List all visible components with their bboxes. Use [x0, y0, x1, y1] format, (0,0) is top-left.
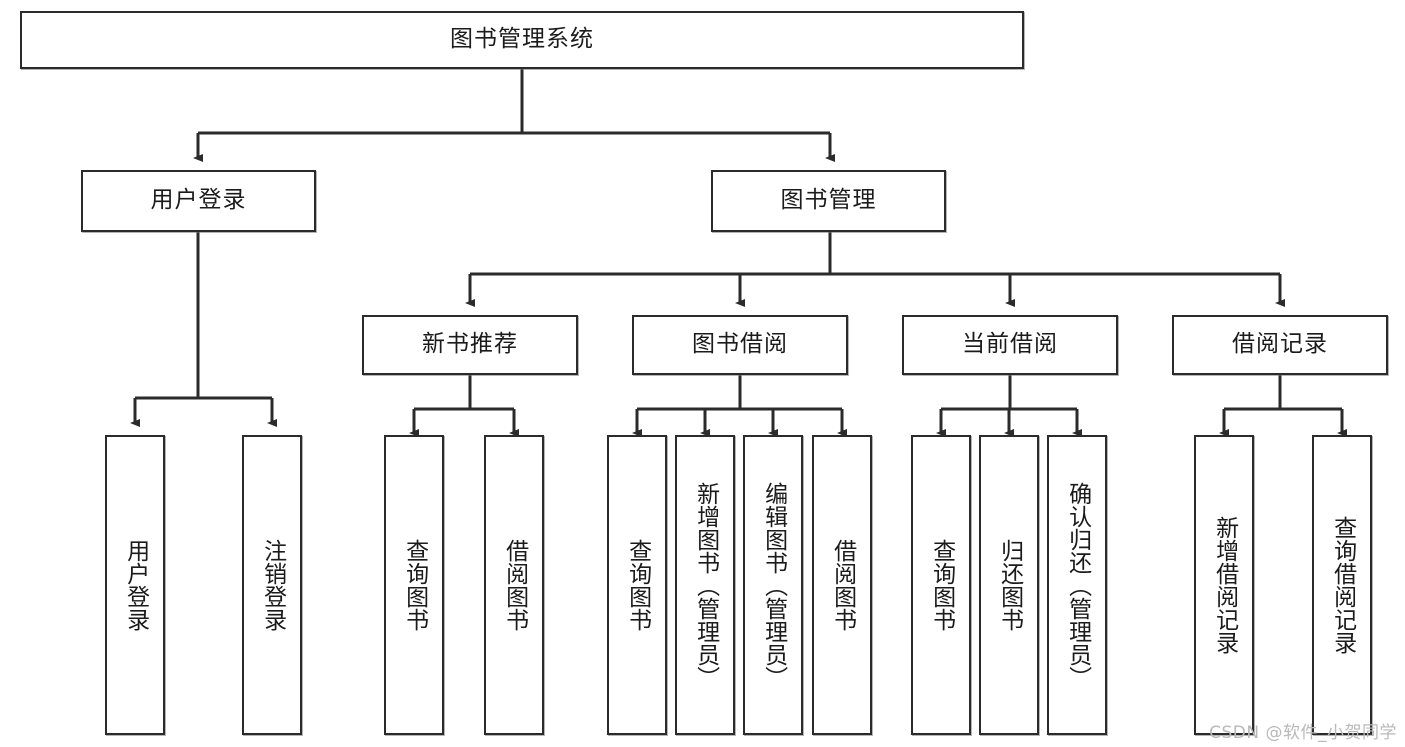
- node-borrow-records[interactable]: 借阅记录: [1172, 315, 1388, 375]
- node-label: 查询图书: [928, 539, 955, 631]
- node-label: 注销登录: [259, 539, 286, 631]
- node-label: 借阅图书: [829, 539, 856, 631]
- node-root-book-management-system[interactable]: 图书管理系统: [20, 11, 1024, 69]
- node-label: 图书借阅: [692, 331, 788, 358]
- node-label: 查询图书: [624, 539, 651, 631]
- leaf-borrow-books-new[interactable]: 借阅图书: [484, 435, 544, 735]
- node-new-book-recommendation[interactable]: 新书推荐: [362, 315, 578, 375]
- node-label: 查询图书: [401, 539, 428, 631]
- leaf-add-borrow-record[interactable]: 新增借阅记录: [1194, 435, 1254, 735]
- node-label: 确认归还（管理员）: [1064, 481, 1091, 689]
- leaf-return-books[interactable]: 归还图书: [979, 435, 1039, 735]
- node-label: 新增借阅记录: [1211, 516, 1238, 654]
- leaf-query-books-new[interactable]: 查询图书: [384, 435, 444, 735]
- leaf-query-books-current[interactable]: 查询图书: [911, 435, 971, 735]
- node-label: 归还图书: [996, 539, 1023, 631]
- leaf-query-books-borrow[interactable]: 查询图书: [607, 435, 667, 735]
- node-label: 新书推荐: [422, 331, 518, 358]
- leaf-edit-book-admin[interactable]: 编辑图书（管理员）: [743, 435, 803, 735]
- node-current-borrowing[interactable]: 当前借阅: [902, 315, 1118, 375]
- node-label: 用户登录: [122, 539, 149, 631]
- node-label: 新增图书（管理员）: [692, 481, 719, 689]
- leaf-logout[interactable]: 注销登录: [242, 435, 302, 735]
- node-label: 用户登录: [150, 187, 247, 214]
- node-label: 借阅记录: [1232, 331, 1328, 358]
- node-label: 查询借阅记录: [1329, 516, 1356, 654]
- node-book-management[interactable]: 图书管理: [711, 170, 946, 232]
- node-user-login[interactable]: 用户登录: [81, 170, 316, 232]
- leaf-borrow-books[interactable]: 借阅图书: [812, 435, 872, 735]
- node-label: 图书管理系统: [450, 26, 594, 53]
- leaf-add-book-admin[interactable]: 新增图书（管理员）: [675, 435, 735, 735]
- leaf-user-login[interactable]: 用户登录: [105, 435, 165, 735]
- leaf-query-borrow-record[interactable]: 查询借阅记录: [1312, 435, 1372, 735]
- leaf-confirm-return-admin[interactable]: 确认归还（管理员）: [1047, 435, 1107, 735]
- node-label: 图书管理: [780, 187, 877, 214]
- node-label: 编辑图书（管理员）: [760, 481, 787, 689]
- csdn-watermark: CSDN @软件_小贺同学: [1209, 723, 1397, 743]
- node-book-borrowing[interactable]: 图书借阅: [632, 315, 848, 375]
- node-label: 当前借阅: [962, 331, 1058, 358]
- node-label: 借阅图书: [501, 539, 528, 631]
